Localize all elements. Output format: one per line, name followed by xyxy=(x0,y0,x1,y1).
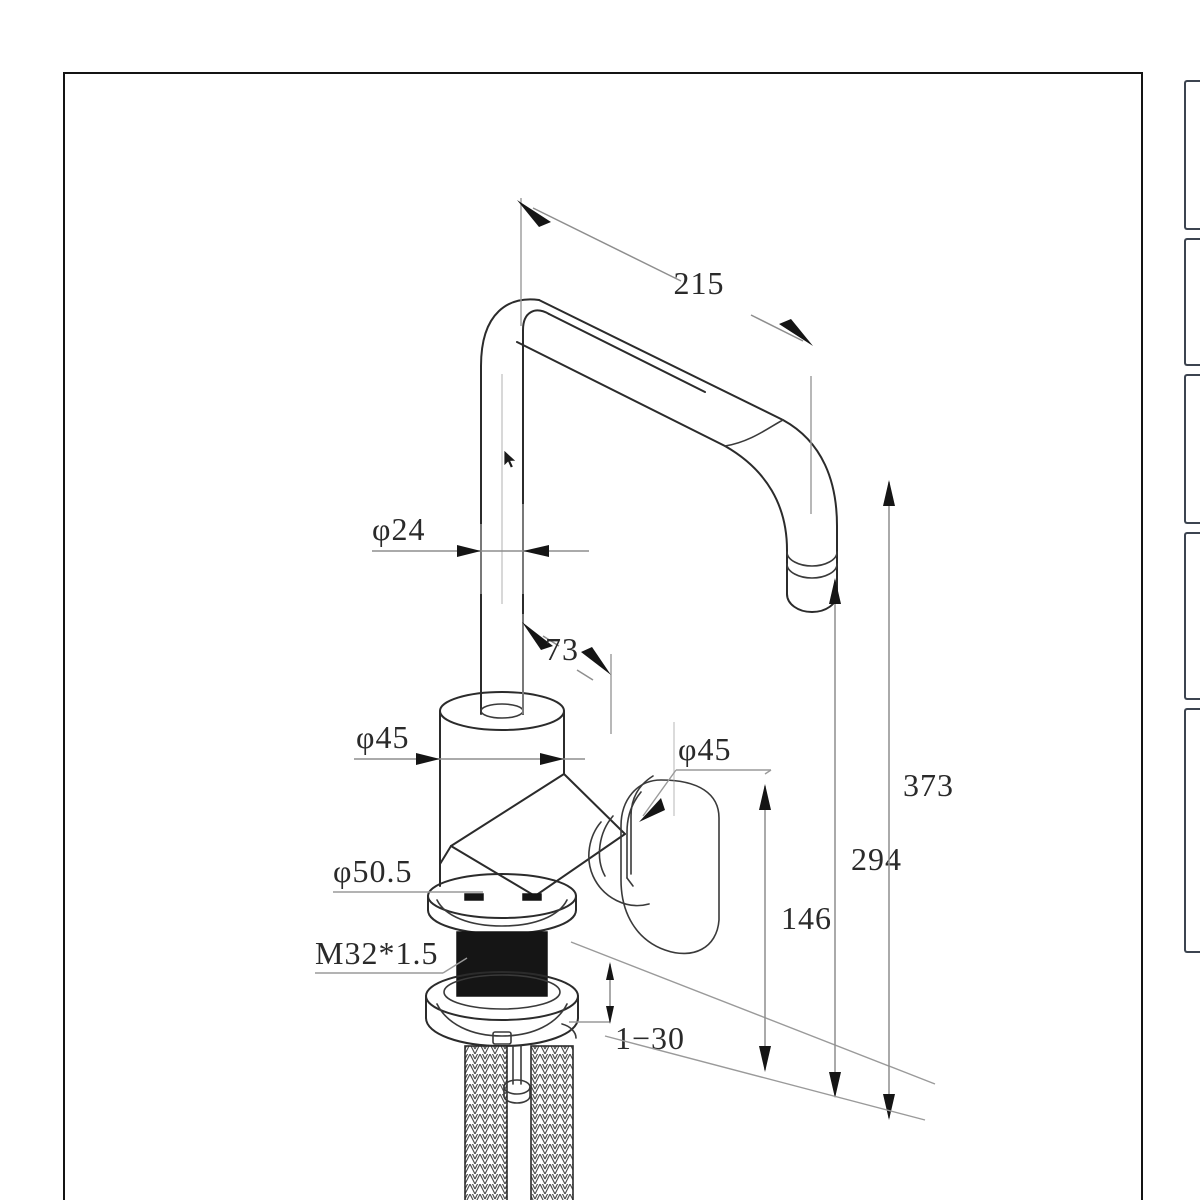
callout-label-thread: M32*1.5 xyxy=(315,935,438,971)
side-panel-card[interactable] xyxy=(1184,238,1200,366)
dimension-label-phi45-body: φ45 xyxy=(356,719,409,755)
drawing-frame: 215 φ24 xyxy=(63,72,1143,1200)
dimension-offset-73: 73 xyxy=(522,614,612,734)
drawing-canvas: 215 φ24 xyxy=(65,74,1141,1200)
dimension-reach-215: 215 xyxy=(517,198,813,514)
side-panel-card[interactable] xyxy=(1184,80,1200,230)
dimension-body-dia: φ45 xyxy=(354,719,585,765)
faucet-drawing xyxy=(425,298,838,1200)
spout-elbow xyxy=(480,298,550,367)
dimension-height-146: 146 xyxy=(759,784,832,1072)
dimension-label-373: 373 xyxy=(903,767,954,803)
dimension-label-phi45-handle: φ45 xyxy=(678,731,731,767)
side-panel-card[interactable] xyxy=(1184,708,1200,953)
supply-hoses xyxy=(464,1045,574,1200)
dimension-height-294: 294 xyxy=(829,578,902,1098)
rubber-gasket xyxy=(456,931,548,997)
base-flange xyxy=(427,873,577,935)
dimension-handle-dia: φ45 xyxy=(639,731,772,822)
spout-riser xyxy=(480,329,524,715)
dimension-flange-dia: φ50.5 xyxy=(333,853,483,893)
dimension-label-phi50-5: φ50.5 xyxy=(333,853,412,889)
dimension-height-373: 373 xyxy=(883,480,954,1120)
spout-arm xyxy=(516,299,784,447)
side-panel-card[interactable] xyxy=(1184,374,1200,524)
mouse-cursor xyxy=(504,450,518,470)
side-panel-card[interactable] xyxy=(1184,532,1200,700)
dimension-label-phi24: φ24 xyxy=(372,511,425,547)
faucet-handle xyxy=(588,722,720,955)
side-panel-strip xyxy=(1176,0,1200,1200)
dimension-label-1-30: 1−30 xyxy=(615,1020,685,1056)
dimension-label-294: 294 xyxy=(851,841,902,877)
dimension-label-146: 146 xyxy=(781,900,832,936)
faucet-body xyxy=(439,691,626,897)
base-reference-line xyxy=(604,1035,926,1121)
dimension-label-215: 215 xyxy=(674,265,725,301)
callout-thread: M32*1.5 xyxy=(315,935,468,974)
dimension-spout-dia: φ24 xyxy=(372,504,589,594)
dimension-deck-range: 1−30 xyxy=(569,941,936,1085)
dimension-label-73: 73 xyxy=(545,631,579,667)
spout-nozzle xyxy=(724,419,838,613)
